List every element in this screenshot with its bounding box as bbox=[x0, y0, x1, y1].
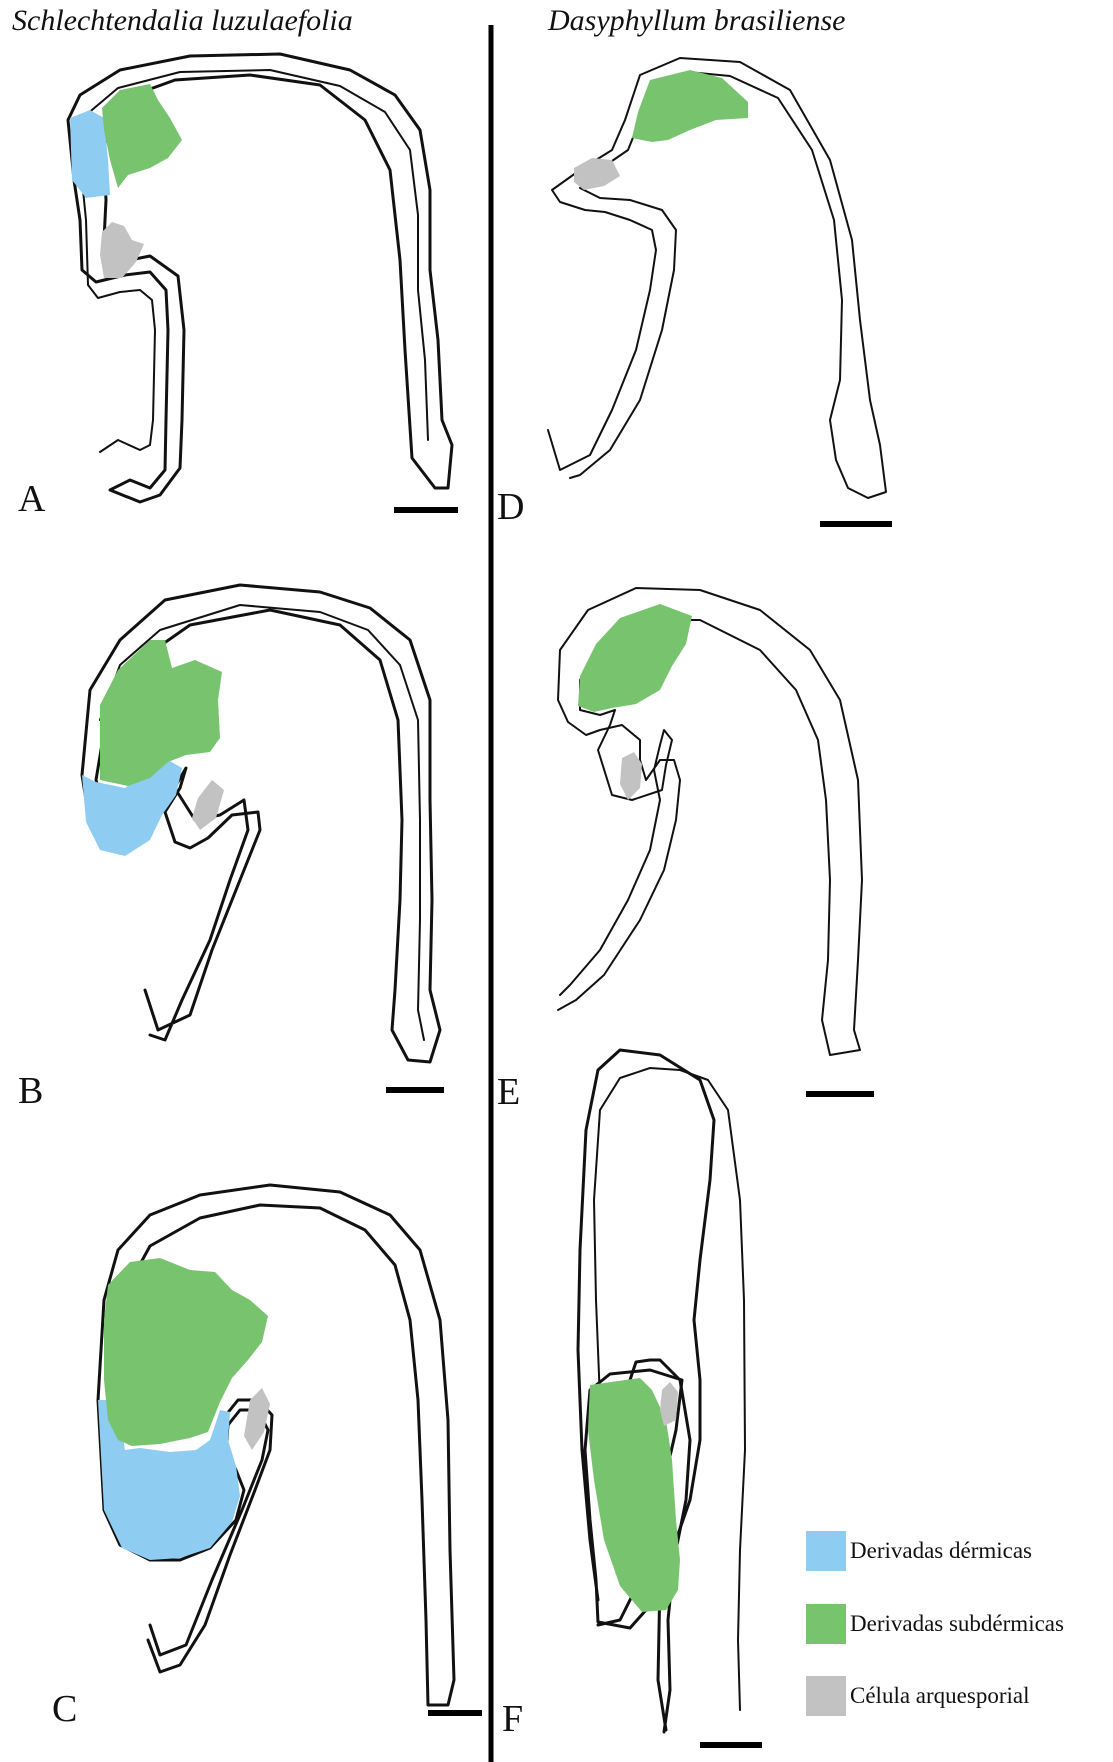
panel-d-outer-outline bbox=[548, 58, 886, 498]
panel-a-archesporial-cell bbox=[100, 222, 144, 278]
panel-b-archesporial-cell bbox=[192, 780, 224, 830]
legend-item-dermal: Derivadas dérmicas bbox=[806, 1531, 1032, 1571]
panel-b-drawing bbox=[82, 585, 440, 1062]
panel-f-archesporial-cell bbox=[660, 1382, 678, 1426]
legend-item-subdermal: Derivadas subdérmicas bbox=[806, 1604, 1064, 1644]
legend-item-archesporial: Célula arquesporial bbox=[806, 1676, 1029, 1716]
panel-f-drawing bbox=[578, 1050, 745, 1732]
panel-c-drawing bbox=[98, 1185, 454, 1705]
panel-d-drawing bbox=[548, 58, 886, 498]
panel-label-f: F bbox=[502, 1700, 523, 1738]
panel-a-subdermal-region bbox=[102, 84, 182, 188]
panel-d-subdermal-region bbox=[632, 70, 748, 142]
legend-swatch-dermal bbox=[806, 1531, 846, 1571]
panel-c-subdermal-region bbox=[104, 1258, 268, 1446]
panel-e-drawing bbox=[558, 588, 862, 1055]
panel-e-archesporial-cell bbox=[620, 752, 642, 800]
panel-a-drawing bbox=[68, 54, 452, 502]
panel-label-d: D bbox=[497, 488, 524, 526]
legend-label-dermal: Derivadas dérmicas bbox=[850, 1538, 1032, 1564]
panel-label-b: B bbox=[18, 1072, 43, 1110]
legend-label-archesporial: Célula arquesporial bbox=[850, 1683, 1029, 1709]
panel-e-subdermal-region bbox=[578, 604, 692, 712]
panel-label-a: A bbox=[18, 480, 45, 518]
legend-swatch-subdermal bbox=[806, 1604, 846, 1644]
panel-b-subdermal-region bbox=[100, 640, 222, 786]
legend-swatch-archesporial bbox=[806, 1676, 846, 1716]
panel-d-archesporial-cell bbox=[574, 158, 620, 190]
panel-label-e: E bbox=[497, 1073, 520, 1111]
panel-label-c: C bbox=[52, 1690, 77, 1728]
legend-label-subdermal: Derivadas subdérmicas bbox=[850, 1611, 1064, 1637]
